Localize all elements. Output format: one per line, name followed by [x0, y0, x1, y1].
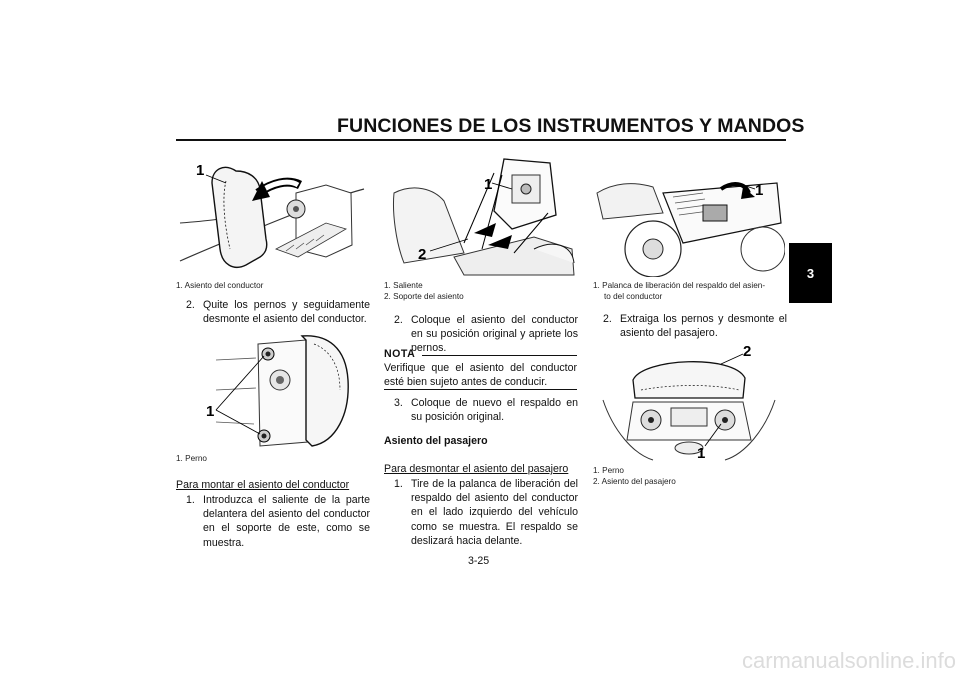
section-heading-passenger-seat: Asiento del pasajero	[384, 435, 488, 447]
fig1-callout: 1	[196, 162, 204, 179]
step-number: 2.	[394, 314, 403, 326]
subhead-remove-passenger-seat: Para desmontar el asiento del pasajero	[384, 463, 569, 475]
fig5-caption-line-2: 2. Asiento del pasajero	[593, 477, 676, 486]
col2-step-1: 1. Tire de la palanca de liberación del …	[394, 477, 578, 548]
step-text: Quite los pernos y seguidamente desmonte…	[203, 299, 370, 326]
bolt-illustration: 1	[206, 335, 349, 447]
fig5-callout-1: 1	[697, 445, 705, 462]
step-text: Coloque el asiento del conductor en su p…	[411, 314, 578, 355]
driver-seat-illustration: 1	[179, 162, 365, 268]
fig5-callout-2: 2	[743, 343, 751, 360]
fig3-caption-line-2: 2. Soporte del asiento	[384, 292, 464, 301]
fig5-caption-line-1: 1. Perno	[593, 466, 624, 475]
passenger-seat-illustration: 2 1	[602, 343, 776, 462]
fig3-caption: 1. Saliente 2. Soporte del asiento	[384, 280, 464, 302]
subhead-mount-driver-seat: Para montar el asiento del conductor	[176, 479, 350, 491]
fig1-caption-line: 1. Asiento del conductor	[176, 281, 264, 290]
nota-rule-bottom	[384, 389, 577, 390]
fig4-caption-line-2: to del conductor	[604, 292, 663, 301]
page-title: FUNCIONES DE LOS INSTRUMENTOS Y MANDOS	[337, 115, 805, 137]
fig4-callout: 1	[755, 182, 763, 199]
fig4-caption: 1. Palanca de liberación del respaldo de…	[593, 280, 765, 302]
col1-step-1: 1. Introduzca el saliente de la parte de…	[186, 493, 370, 550]
nota-text: Verifique que el asiento del conductor e…	[384, 362, 577, 389]
step-number: 3.	[394, 397, 403, 409]
step-text: Extraiga los pernos y desmonte el asient…	[620, 313, 787, 340]
step-number: 2.	[603, 313, 612, 325]
step-text: Tire de la palanca de liberación del res…	[411, 478, 578, 547]
seat-bracket-illustration: 1 2	[393, 158, 575, 276]
header-rule	[176, 139, 786, 141]
step-number: 1.	[186, 494, 195, 506]
fig1-caption: 1. Asiento del conductor	[176, 280, 263, 291]
nota-rule-top	[422, 355, 577, 356]
col1-step-2: 2. Quite los pernos y seguidamente desmo…	[186, 298, 370, 326]
watermark: carmanualsonline.info	[741, 648, 956, 673]
step-number: 2.	[186, 299, 195, 311]
fig3-caption-line-1: 1. Saliente	[384, 281, 423, 290]
nota-label: NOTA	[384, 348, 416, 360]
fig3-callout-1: 1	[484, 176, 492, 193]
step-number: 1.	[394, 478, 403, 490]
col2-step-2: 2. Coloque el asiento del conductor en s…	[394, 313, 578, 356]
step-text: Introduzca el saliente de la parte delan…	[203, 494, 370, 549]
chapter-tab[interactable]: 3	[789, 243, 832, 303]
col2-step-3: 3. Coloque de nuevo el respaldo en su po…	[394, 396, 578, 424]
backrest-lever-illustration: 1	[596, 182, 785, 277]
page-number: 3-25	[468, 555, 490, 567]
fig4-caption-line-1: 1. Palanca de liberación del respaldo de…	[593, 281, 766, 290]
col3-step-2: 2. Extraiga los pernos y desmonte el asi…	[603, 312, 787, 340]
fig5-caption: 1. Perno 2. Asiento del pasajero	[593, 465, 676, 487]
fig2-caption: 1. Perno	[176, 453, 207, 464]
fig2-callout: 1	[206, 403, 214, 420]
step-text: Coloque de nuevo el respaldo en su posic…	[411, 397, 578, 424]
fig2-caption-line: 1. Perno	[176, 454, 207, 463]
fig3-callout-2: 2	[418, 246, 426, 263]
